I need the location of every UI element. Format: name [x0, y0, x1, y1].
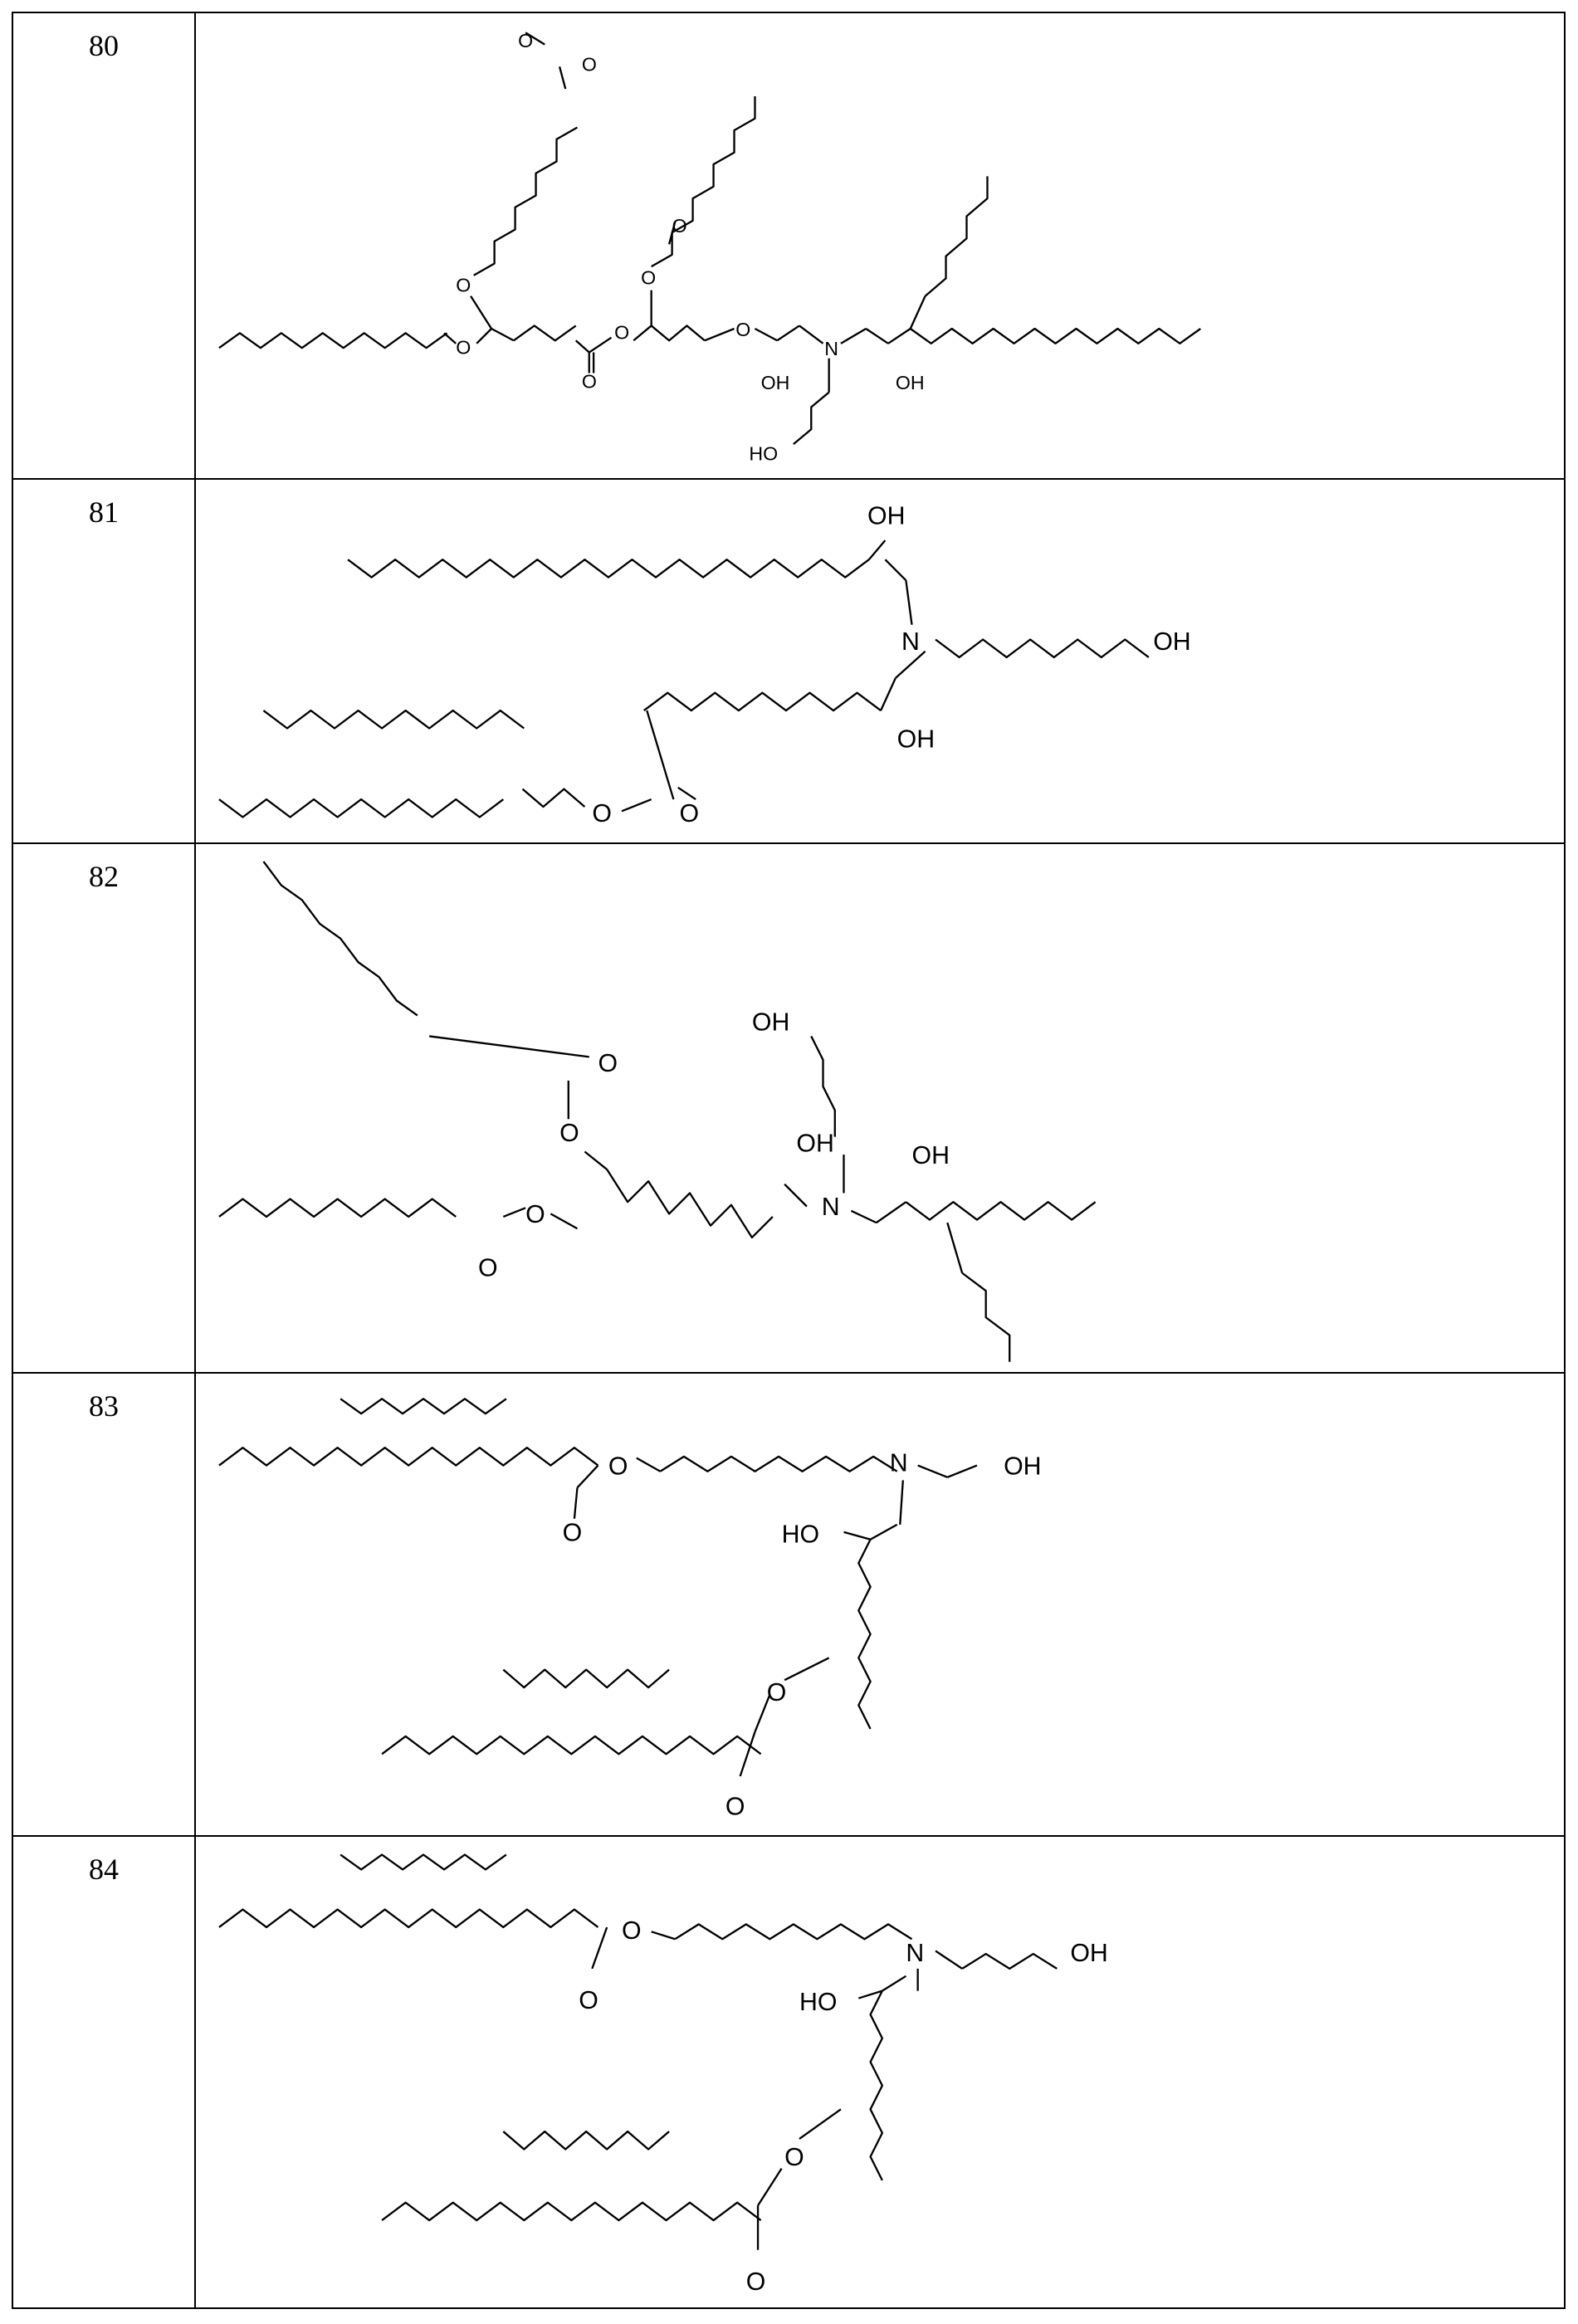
compound-number: 83 — [12, 1373, 195, 1836]
compound-number: 80 — [12, 12, 195, 479]
compound-number: 81 — [12, 479, 195, 843]
table-row: 83 — [12, 1373, 1565, 1836]
compound-number: 82 — [12, 843, 195, 1373]
table-row: 80 — [12, 12, 1565, 479]
compound-number: 84 — [12, 1836, 195, 2308]
table-row: 82 — [12, 843, 1565, 1373]
compound-table: 80 81 82 83 84 — [12, 12, 1566, 2309]
structure-cell — [195, 1836, 1565, 2308]
structure-cell — [195, 12, 1565, 479]
table-row: 84 — [12, 1836, 1565, 2308]
structure-cell — [195, 1373, 1565, 1836]
table-row: 81 — [12, 479, 1565, 843]
structure-cell — [195, 843, 1565, 1373]
structure-cell — [195, 479, 1565, 843]
